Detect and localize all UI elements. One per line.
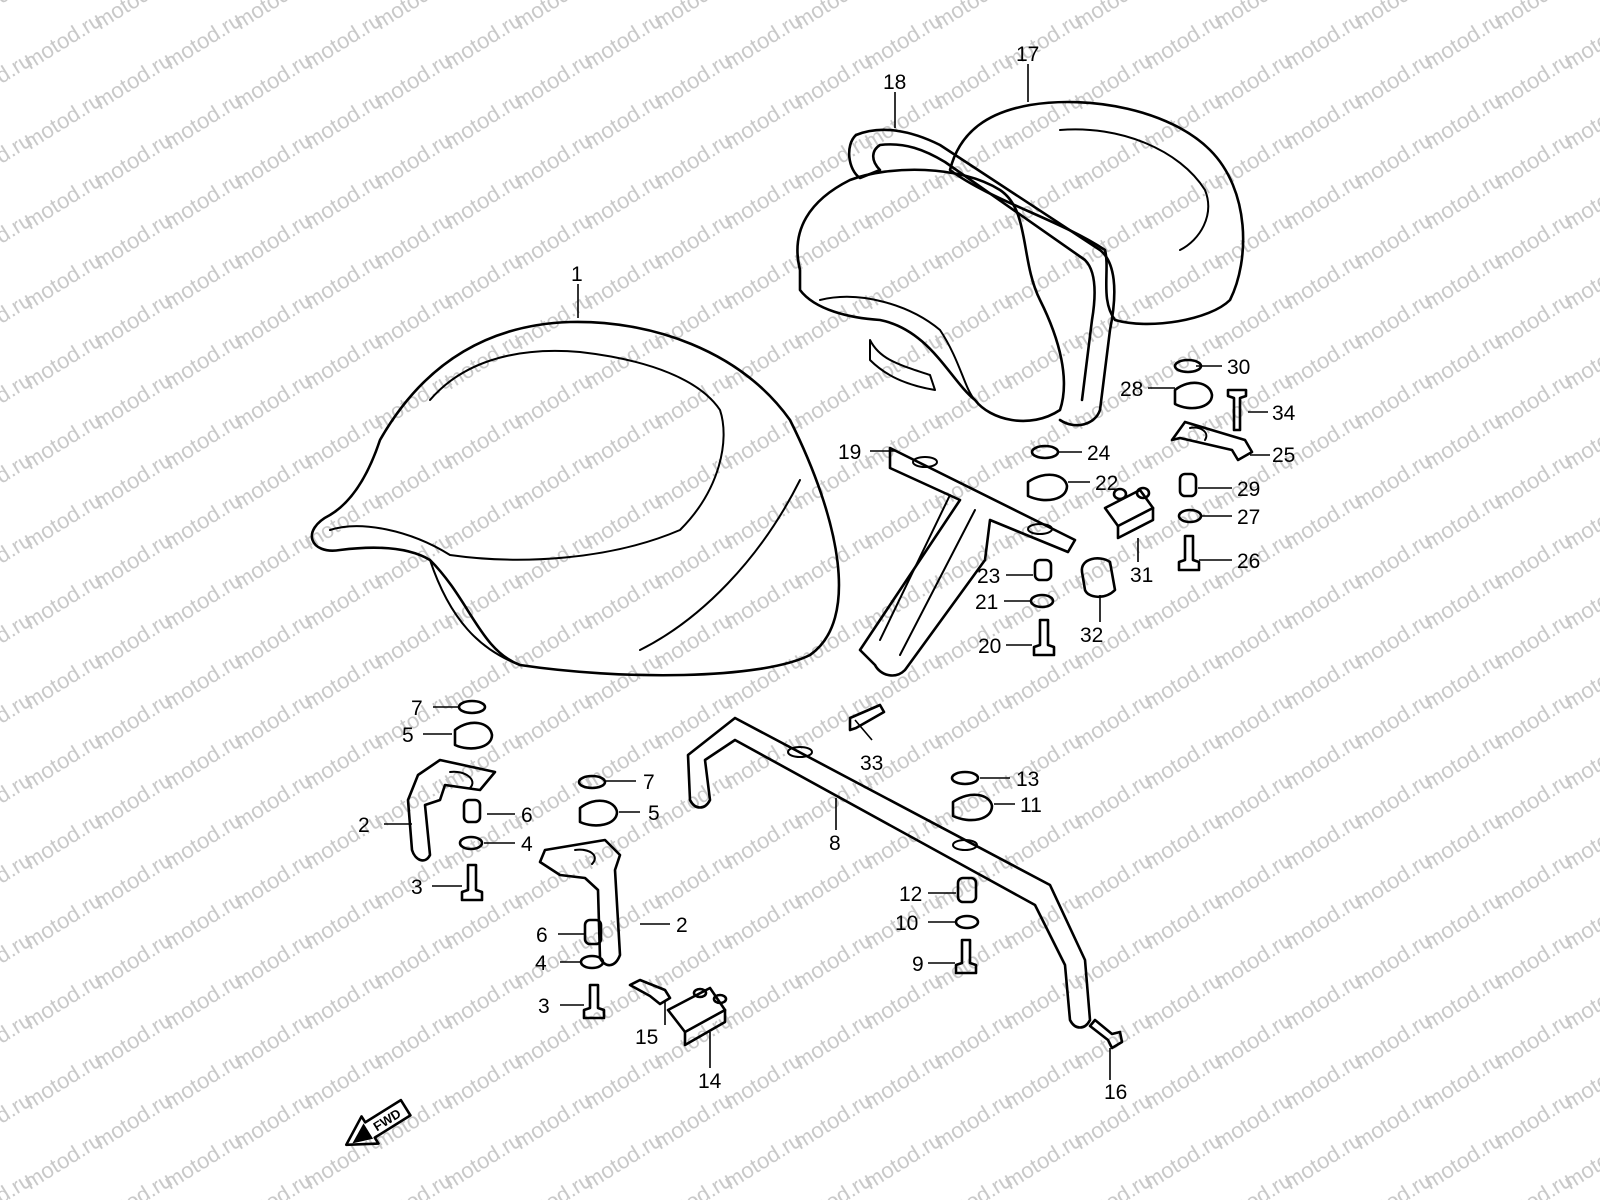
callout-2a: 2 bbox=[358, 814, 370, 837]
callout-10: 10 bbox=[895, 912, 918, 935]
callout-32: 32 bbox=[1080, 624, 1103, 647]
callout-25: 25 bbox=[1272, 444, 1295, 467]
callout-15: 15 bbox=[635, 1026, 658, 1049]
callout-8: 8 bbox=[829, 832, 841, 855]
watermark-text: motod.ru bbox=[789, 1167, 876, 1200]
rear-seat bbox=[796, 100, 1245, 427]
callout-28: 28 bbox=[1120, 378, 1143, 401]
callout-labels: 1 2 2 3 3 4 4 5 5 6 6 7 7 8 9 10 11 12 1… bbox=[358, 43, 1296, 1104]
watermark-text: motod.ru bbox=[0, 0, 36, 34]
side-bracket-upper bbox=[406, 758, 497, 862]
callout-17: 17 bbox=[1016, 43, 1039, 66]
watermark-text: motod.ru bbox=[1209, 1167, 1296, 1200]
callout-14: 14 bbox=[698, 1070, 722, 1093]
callout-3a: 3 bbox=[411, 876, 423, 899]
callout-5a: 5 bbox=[402, 724, 414, 747]
callout-23: 23 bbox=[977, 565, 1000, 588]
callout-9: 9 bbox=[912, 953, 924, 976]
callout-20: 20 bbox=[978, 635, 1001, 658]
hardware bbox=[453, 358, 1254, 1050]
leader-lines bbox=[384, 64, 1270, 1080]
watermark-text: motod.ru bbox=[89, 1167, 176, 1200]
watermark-text: motod.ru bbox=[369, 1167, 456, 1200]
callout-2b: 2 bbox=[676, 914, 688, 937]
watermark-text: motod.ru bbox=[229, 1167, 316, 1200]
callout-21: 21 bbox=[975, 591, 998, 614]
watermark-text: motod.ru bbox=[509, 1167, 596, 1200]
callout-4a: 4 bbox=[521, 833, 533, 856]
side-bracket-lower bbox=[538, 838, 622, 967]
callout-34: 34 bbox=[1272, 402, 1296, 425]
callout-31: 31 bbox=[1130, 564, 1153, 587]
callout-7b: 7 bbox=[643, 771, 655, 794]
callout-33: 33 bbox=[860, 752, 883, 775]
watermark-text: motod.ru bbox=[929, 1167, 1016, 1200]
callout-22: 22 bbox=[1095, 472, 1118, 495]
callout-3b: 3 bbox=[538, 995, 550, 1018]
callout-11: 11 bbox=[1020, 794, 1042, 817]
callout-24: 24 bbox=[1087, 442, 1111, 465]
front-seat bbox=[310, 320, 841, 677]
callout-1: 1 bbox=[571, 263, 583, 286]
watermark-text: motod.ru bbox=[1069, 1167, 1156, 1200]
seat-bracket-19 bbox=[858, 446, 1077, 677]
callout-7a: 7 bbox=[411, 697, 423, 720]
callout-4b: 4 bbox=[535, 952, 547, 975]
callout-13: 13 bbox=[1016, 768, 1039, 791]
callout-6b: 6 bbox=[536, 924, 548, 947]
watermark-text: motod.ru bbox=[649, 1167, 736, 1200]
callout-29: 29 bbox=[1237, 478, 1260, 501]
callout-26: 26 bbox=[1237, 550, 1260, 573]
callout-30: 30 bbox=[1227, 356, 1250, 379]
callout-16: 16 bbox=[1104, 1081, 1127, 1104]
watermark-text: motod.ru bbox=[1489, 1167, 1576, 1200]
callout-6a: 6 bbox=[521, 804, 533, 827]
callout-18: 18 bbox=[883, 71, 906, 94]
watermark-text: motod.ru bbox=[1349, 1167, 1436, 1200]
callout-19: 19 bbox=[838, 441, 861, 464]
callout-27: 27 bbox=[1237, 506, 1260, 529]
rear-bracket-8 bbox=[686, 716, 1092, 1029]
callout-5b: 5 bbox=[648, 802, 660, 825]
callout-12: 12 bbox=[899, 883, 922, 906]
